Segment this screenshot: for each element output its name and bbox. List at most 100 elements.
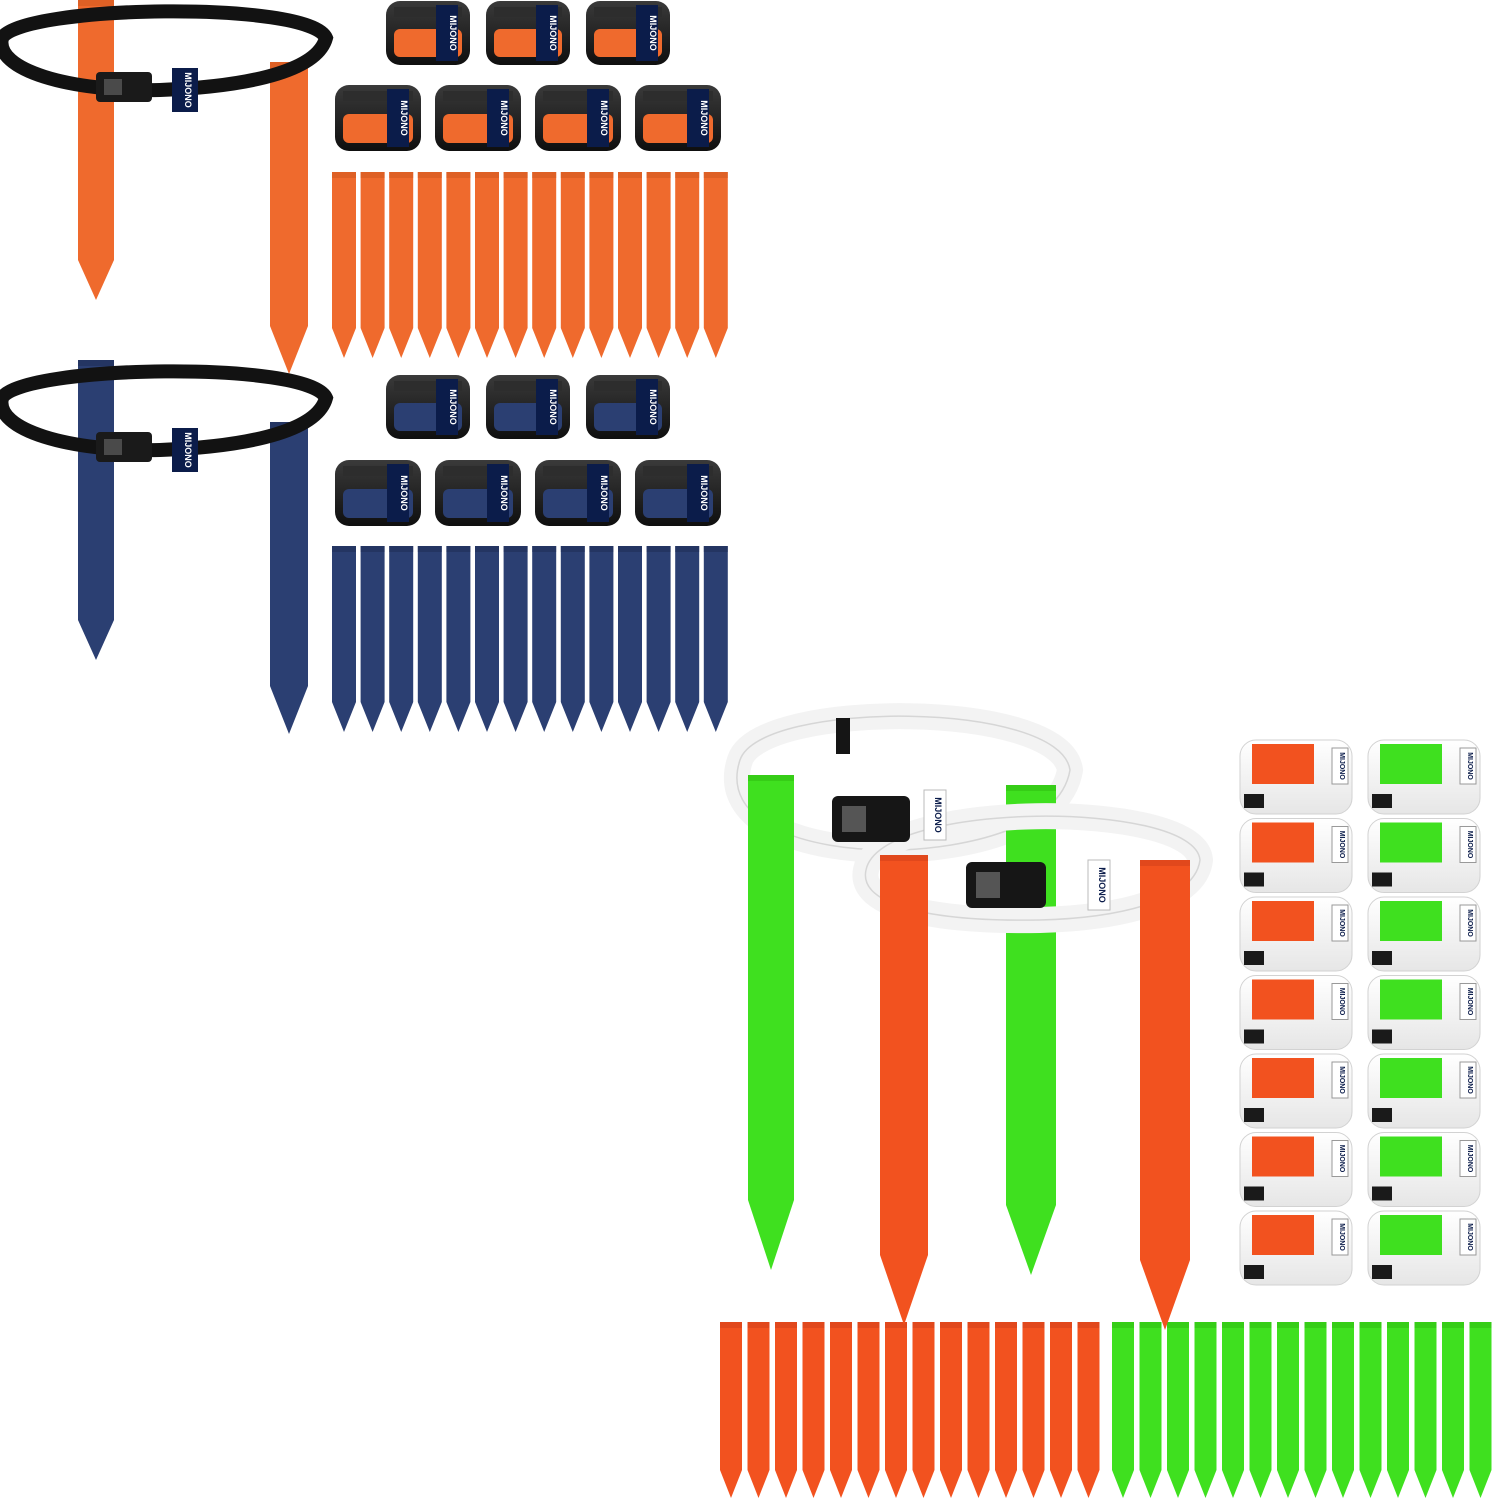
- rolled-belt: MIJONO: [635, 85, 721, 151]
- belt-flag: [748, 775, 794, 1270]
- loose-flag: [747, 1322, 770, 1498]
- rolled-belt: MIJONO: [535, 460, 621, 526]
- rolled-belt: MIJONO: [435, 85, 521, 151]
- brand-logo-text: MIJONO: [648, 389, 658, 425]
- rolled-belt: MIJONO: [486, 375, 570, 439]
- loose-flag: [885, 1322, 907, 1498]
- rolled-belt: MIJONO: [586, 375, 670, 439]
- brand-logo-text: MIJONO: [933, 797, 943, 833]
- white-flag-belts: MIJONO MIJONO: [724, 703, 1214, 1330]
- belt-flag: [880, 855, 928, 1325]
- flag-belt: MIJONO: [0, 0, 334, 374]
- loose-flag: [646, 546, 671, 732]
- loose-flag: [417, 546, 442, 732]
- rolled-belt: MIJONO: [1367, 1210, 1481, 1286]
- rolled-belt: MIJONO: [1367, 896, 1481, 972]
- loose-flag: [1277, 1322, 1299, 1498]
- loose-flag: [1077, 1322, 1100, 1498]
- loose-flag: [1442, 1322, 1464, 1498]
- loose-flag: [675, 546, 700, 732]
- brand-logo-text: MIJONO: [183, 72, 193, 108]
- brand-logo-text: MIJONO: [648, 15, 658, 51]
- loose-flag: [1387, 1322, 1409, 1498]
- rolled-belt: MIJONO: [386, 1, 470, 65]
- rolled-belt: MIJONO: [335, 85, 421, 151]
- loose-flag: [589, 172, 614, 358]
- belt-flag: [1140, 860, 1190, 1330]
- loose-flag: [912, 1322, 935, 1498]
- belt-flag: [78, 360, 114, 660]
- loose-flag: [967, 1322, 990, 1498]
- loose-flag: [503, 172, 528, 358]
- brand-logo-text: MIJONO: [448, 15, 458, 51]
- brand-logo-text: MIJONO: [183, 432, 193, 468]
- brand-logo-text: MIJONO: [1338, 988, 1345, 1016]
- loose-flag: [1249, 1322, 1272, 1498]
- loose-flag: [618, 546, 642, 732]
- rolled-belt: MIJONO: [435, 460, 521, 526]
- loose-flag: [360, 172, 385, 358]
- loose-flag: [532, 172, 557, 358]
- rolled-belt: MIJONO: [1239, 896, 1353, 972]
- brand-logo-text: MIJONO: [499, 475, 509, 511]
- loose-flag: [417, 172, 442, 358]
- loose-flag: [389, 546, 414, 732]
- loose-flag: [775, 1322, 797, 1498]
- brand-logo-text: MIJONO: [1466, 909, 1473, 937]
- loose-flag: [1359, 1322, 1382, 1498]
- brand-logo-text: MIJONO: [448, 389, 458, 425]
- loose-flag: [446, 546, 471, 732]
- loose-flag: [802, 1322, 825, 1498]
- brand-logo-text: MIJONO: [599, 100, 609, 136]
- rolled-belt: MIJONO: [386, 375, 470, 439]
- loose-flag: [703, 546, 728, 732]
- loose-flag: [1222, 1322, 1244, 1498]
- belt-flag: [270, 422, 308, 734]
- rolled-belt: MIJONO: [1239, 1132, 1353, 1207]
- brand-logo-text: MIJONO: [1466, 1066, 1473, 1094]
- loose-flag: [646, 172, 671, 358]
- loose-flag: [532, 546, 557, 732]
- brand-logo-text: MIJONO: [1466, 1223, 1473, 1251]
- loose-flag: [1304, 1322, 1327, 1498]
- brand-logo-text: MIJONO: [1338, 1145, 1345, 1173]
- brand-logo-text: MIJONO: [1097, 867, 1107, 903]
- loose-flag: [1112, 1322, 1134, 1498]
- rolled-belt: MIJONO: [535, 85, 621, 151]
- brand-logo-text: MIJONO: [499, 100, 509, 136]
- rolled-belt: MIJONO: [1239, 1210, 1353, 1286]
- brand-logo-text: MIJONO: [548, 15, 558, 51]
- brand-logo-text: MIJONO: [1338, 752, 1345, 780]
- loose-flag: [446, 172, 471, 358]
- loose-flag: [1139, 1322, 1162, 1498]
- brand-logo-text: MIJONO: [599, 475, 609, 511]
- loose-flag: [857, 1322, 880, 1498]
- rolled-belt: MIJONO: [335, 460, 421, 526]
- brand-logo-text: MIJONO: [1466, 752, 1473, 780]
- rolled-belt: MIJONO: [1367, 818, 1481, 893]
- loose-flag: [560, 172, 585, 358]
- loose-flag: [720, 1322, 742, 1498]
- loose-flag: [1414, 1322, 1437, 1498]
- brand-logo-text: MIJONO: [1338, 1223, 1345, 1251]
- brand-logo-text: MIJONO: [699, 100, 709, 136]
- loose-flag: [332, 546, 356, 732]
- loose-flag: [995, 1322, 1017, 1498]
- belt-flag: [1006, 785, 1056, 1275]
- loose-flag: [675, 172, 700, 358]
- loose-flag: [940, 1322, 962, 1498]
- brand-logo-text: MIJONO: [399, 475, 409, 511]
- rolled-belt: MIJONO: [1239, 975, 1353, 1050]
- rolled-belt: MIJONO: [1367, 975, 1481, 1050]
- rolled-belt: MIJONO: [1367, 739, 1481, 815]
- loose-flag: [618, 172, 642, 358]
- loose-flag: [560, 546, 585, 732]
- loose-flag: [360, 546, 385, 732]
- brand-logo-text: MIJONO: [548, 389, 558, 425]
- rolled-belt: MIJONO: [586, 1, 670, 65]
- rolled-belt: MIJONO: [1367, 1132, 1481, 1207]
- loose-flag: [830, 1322, 852, 1498]
- loose-flag: [1332, 1322, 1354, 1498]
